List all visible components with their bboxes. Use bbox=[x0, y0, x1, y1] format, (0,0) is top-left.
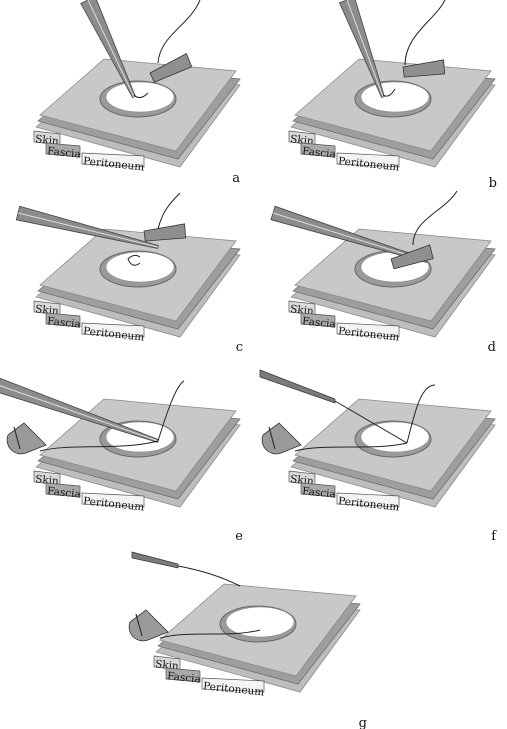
needle-holder-highlight bbox=[346, 0, 384, 98]
incision-hole bbox=[105, 251, 175, 283]
fascia-label-tab bbox=[300, 482, 336, 498]
suture-thread bbox=[404, 0, 446, 66]
needle-holder-highlight bbox=[272, 212, 428, 262]
fascia-label-tab bbox=[300, 142, 336, 158]
incision-hole bbox=[360, 81, 430, 113]
curved-needle bbox=[6, 422, 47, 455]
peritoneum-label-tab bbox=[81, 492, 145, 508]
peritoneum-label-tab bbox=[336, 152, 400, 168]
needle-holder-shaft bbox=[338, 0, 385, 99]
panel-letter-a: a bbox=[232, 171, 240, 186]
suture-thread bbox=[412, 190, 458, 246]
peritoneum-label-tab bbox=[81, 152, 145, 168]
suture-thread bbox=[406, 384, 436, 444]
needle-holder-highlight bbox=[0, 385, 159, 442]
needle-tip bbox=[13, 426, 21, 450]
suture-needle-clamp bbox=[143, 223, 187, 242]
curved-needle bbox=[261, 422, 302, 455]
peritoneum-label-tab bbox=[336, 322, 400, 338]
suture-thread bbox=[177, 565, 241, 587]
fascia-label: Fascia bbox=[47, 145, 82, 160]
fascia-label: Fascia bbox=[47, 315, 82, 330]
fascia-label: Fascia bbox=[47, 485, 82, 500]
fascia-label: Fascia bbox=[302, 145, 337, 160]
suture-thread bbox=[133, 92, 149, 99]
fascia-label-tab bbox=[300, 312, 336, 328]
suture-thread bbox=[127, 254, 141, 266]
panel-letter-f: f bbox=[491, 529, 497, 544]
incision-hole bbox=[360, 421, 430, 453]
fascia-label-tab bbox=[45, 142, 81, 158]
suture-thread bbox=[294, 442, 408, 452]
peritoneum-label-tab bbox=[201, 677, 265, 693]
forceps-jaw bbox=[259, 369, 336, 404]
fascia-label-tab bbox=[165, 667, 201, 683]
suture-thread bbox=[39, 440, 159, 452]
curved-needle bbox=[128, 609, 169, 642]
needle-holder-highlight bbox=[87, 0, 135, 98]
suture-needle-clamp bbox=[149, 53, 193, 83]
suture-thread bbox=[157, 192, 181, 230]
needle-tip bbox=[135, 613, 143, 637]
suture-thread bbox=[157, 0, 201, 64]
needle-holder-shaft bbox=[15, 205, 159, 249]
suture-thread bbox=[382, 88, 396, 97]
suture-needle-clamp bbox=[402, 59, 446, 78]
panel-letter-b: b bbox=[489, 176, 497, 191]
suture-thread bbox=[159, 629, 261, 639]
suture-needle-clamp bbox=[390, 244, 434, 270]
fascia-label-tab bbox=[45, 482, 81, 498]
fascia-label: Fascia bbox=[302, 485, 337, 500]
needle-holder-highlight bbox=[17, 212, 159, 248]
incision-hole bbox=[105, 81, 175, 113]
panel-letter-c: c bbox=[236, 340, 243, 355]
panel-letter-d: d bbox=[488, 340, 496, 355]
incision-hole bbox=[225, 606, 295, 638]
fascia-label: Fascia bbox=[302, 315, 337, 330]
peritoneum-label-tab bbox=[336, 492, 400, 508]
forceps-jaw bbox=[131, 551, 179, 569]
suture-thread bbox=[334, 400, 408, 444]
fascia-label-tab bbox=[45, 312, 81, 328]
fascia-label: Fascia bbox=[167, 670, 202, 685]
needle-tip bbox=[268, 426, 276, 450]
suture-thread bbox=[157, 380, 185, 442]
panel-letter-g: g bbox=[359, 716, 367, 729]
peritoneum-label-tab bbox=[81, 322, 145, 338]
panel-letter-e: e bbox=[235, 529, 243, 544]
